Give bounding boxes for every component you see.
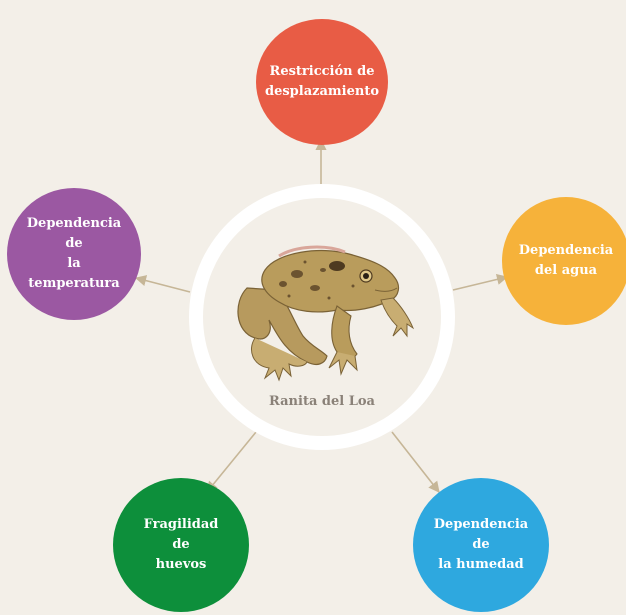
center-label: Ranita del Loa — [222, 394, 422, 409]
node-dependencia-temperatura: Dependencia de la temperatura — [7, 188, 141, 320]
node-label-line2: desplazamiento — [253, 82, 391, 102]
frog-illustration — [225, 240, 420, 390]
node-label: Dependencia del agua — [495, 241, 626, 281]
node-label: Dependencia de la temperatura — [3, 214, 145, 295]
connector-humedad — [392, 432, 439, 492]
node-label: Fragilidad de huevos — [113, 515, 249, 575]
node-label-line1: Dependencia de — [15, 214, 133, 254]
node-label-line1: Dependencia — [507, 241, 625, 261]
node-label-line2: huevos — [125, 555, 237, 575]
connector-huevos — [207, 432, 256, 492]
node-label: Restricción de desplazamiento — [241, 62, 403, 102]
node-restriccion-desplazamiento: Restricción de desplazamiento — [256, 19, 388, 145]
node-dependencia-humedad: Dependencia de la humedad — [413, 478, 549, 612]
node-label-line2: del agua — [507, 261, 625, 281]
node-label-line1: Fragilidad de — [125, 515, 237, 555]
node-label-line2: la humedad — [422, 555, 540, 575]
node-fragilidad-huevos: Fragilidad de huevos — [113, 478, 249, 612]
node-dependencia-agua: Dependencia del agua — [502, 197, 626, 325]
node-label-line1: Restricción de — [253, 62, 391, 82]
node-label: Dependencia de la humedad — [410, 515, 552, 575]
node-label-line1: Dependencia de — [422, 515, 540, 555]
node-label-line2: la temperatura — [15, 254, 133, 294]
